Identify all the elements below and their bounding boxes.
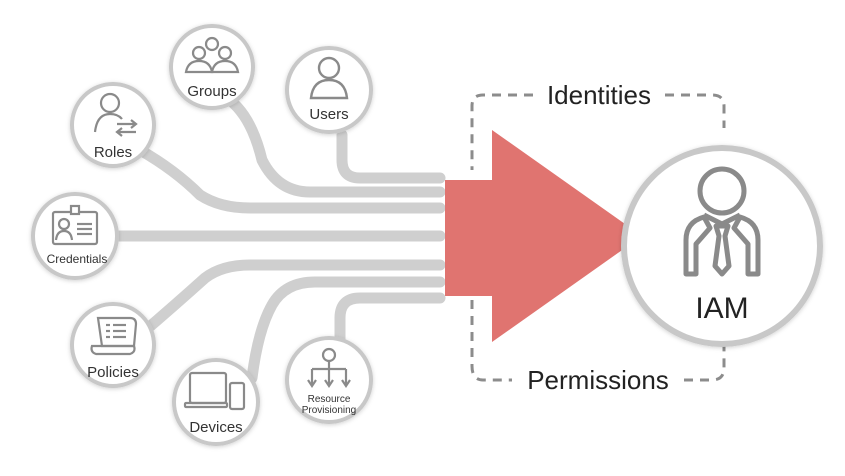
node-groups: Groups xyxy=(169,24,255,110)
connector-resource xyxy=(334,292,446,346)
credentials-label: Credentials xyxy=(47,252,108,266)
resource-label-line1: Resource xyxy=(308,394,351,405)
node-users: Users xyxy=(285,46,373,134)
node-resource-provisioning: Resource Provisioning xyxy=(285,336,373,424)
identities-bracket xyxy=(470,93,533,170)
role-swap-icon xyxy=(93,92,138,137)
connector-policies xyxy=(134,259,446,341)
permissions-bracket xyxy=(470,300,512,382)
bracket-lines xyxy=(470,93,726,382)
node-roles: Roles xyxy=(70,82,156,168)
connector-devices xyxy=(246,276,446,384)
users-label: Users xyxy=(309,106,348,123)
identities-bracket-right xyxy=(665,93,726,128)
groups-icon xyxy=(184,36,240,74)
connector-groups xyxy=(216,89,446,198)
permissions-label: Permissions xyxy=(527,365,669,395)
connector-roles xyxy=(134,144,446,214)
person-tie-icon xyxy=(683,166,761,277)
identities-label: Identities xyxy=(547,80,651,110)
scroll-document-icon xyxy=(90,316,138,356)
node-policies: Policies xyxy=(70,302,156,388)
connector-users xyxy=(336,129,446,184)
node-credentials: Credentials xyxy=(31,192,119,280)
connector-lines xyxy=(104,89,446,384)
id-card-icon xyxy=(51,204,99,246)
policies-label: Policies xyxy=(87,364,139,381)
resource-distribution-icon xyxy=(307,347,351,388)
devices-icon xyxy=(183,371,246,411)
main-arrow xyxy=(445,130,642,342)
resource-label-line2: Provisioning xyxy=(302,405,356,416)
iam-hub: IAM xyxy=(621,145,823,347)
devices-label: Devices xyxy=(189,419,242,436)
user-icon xyxy=(309,56,349,100)
groups-label: Groups xyxy=(187,83,236,100)
node-devices: Devices xyxy=(172,358,260,446)
roles-label: Roles xyxy=(94,144,132,161)
iam-label: IAM xyxy=(695,292,748,325)
permissions-bracket-right xyxy=(684,346,726,382)
